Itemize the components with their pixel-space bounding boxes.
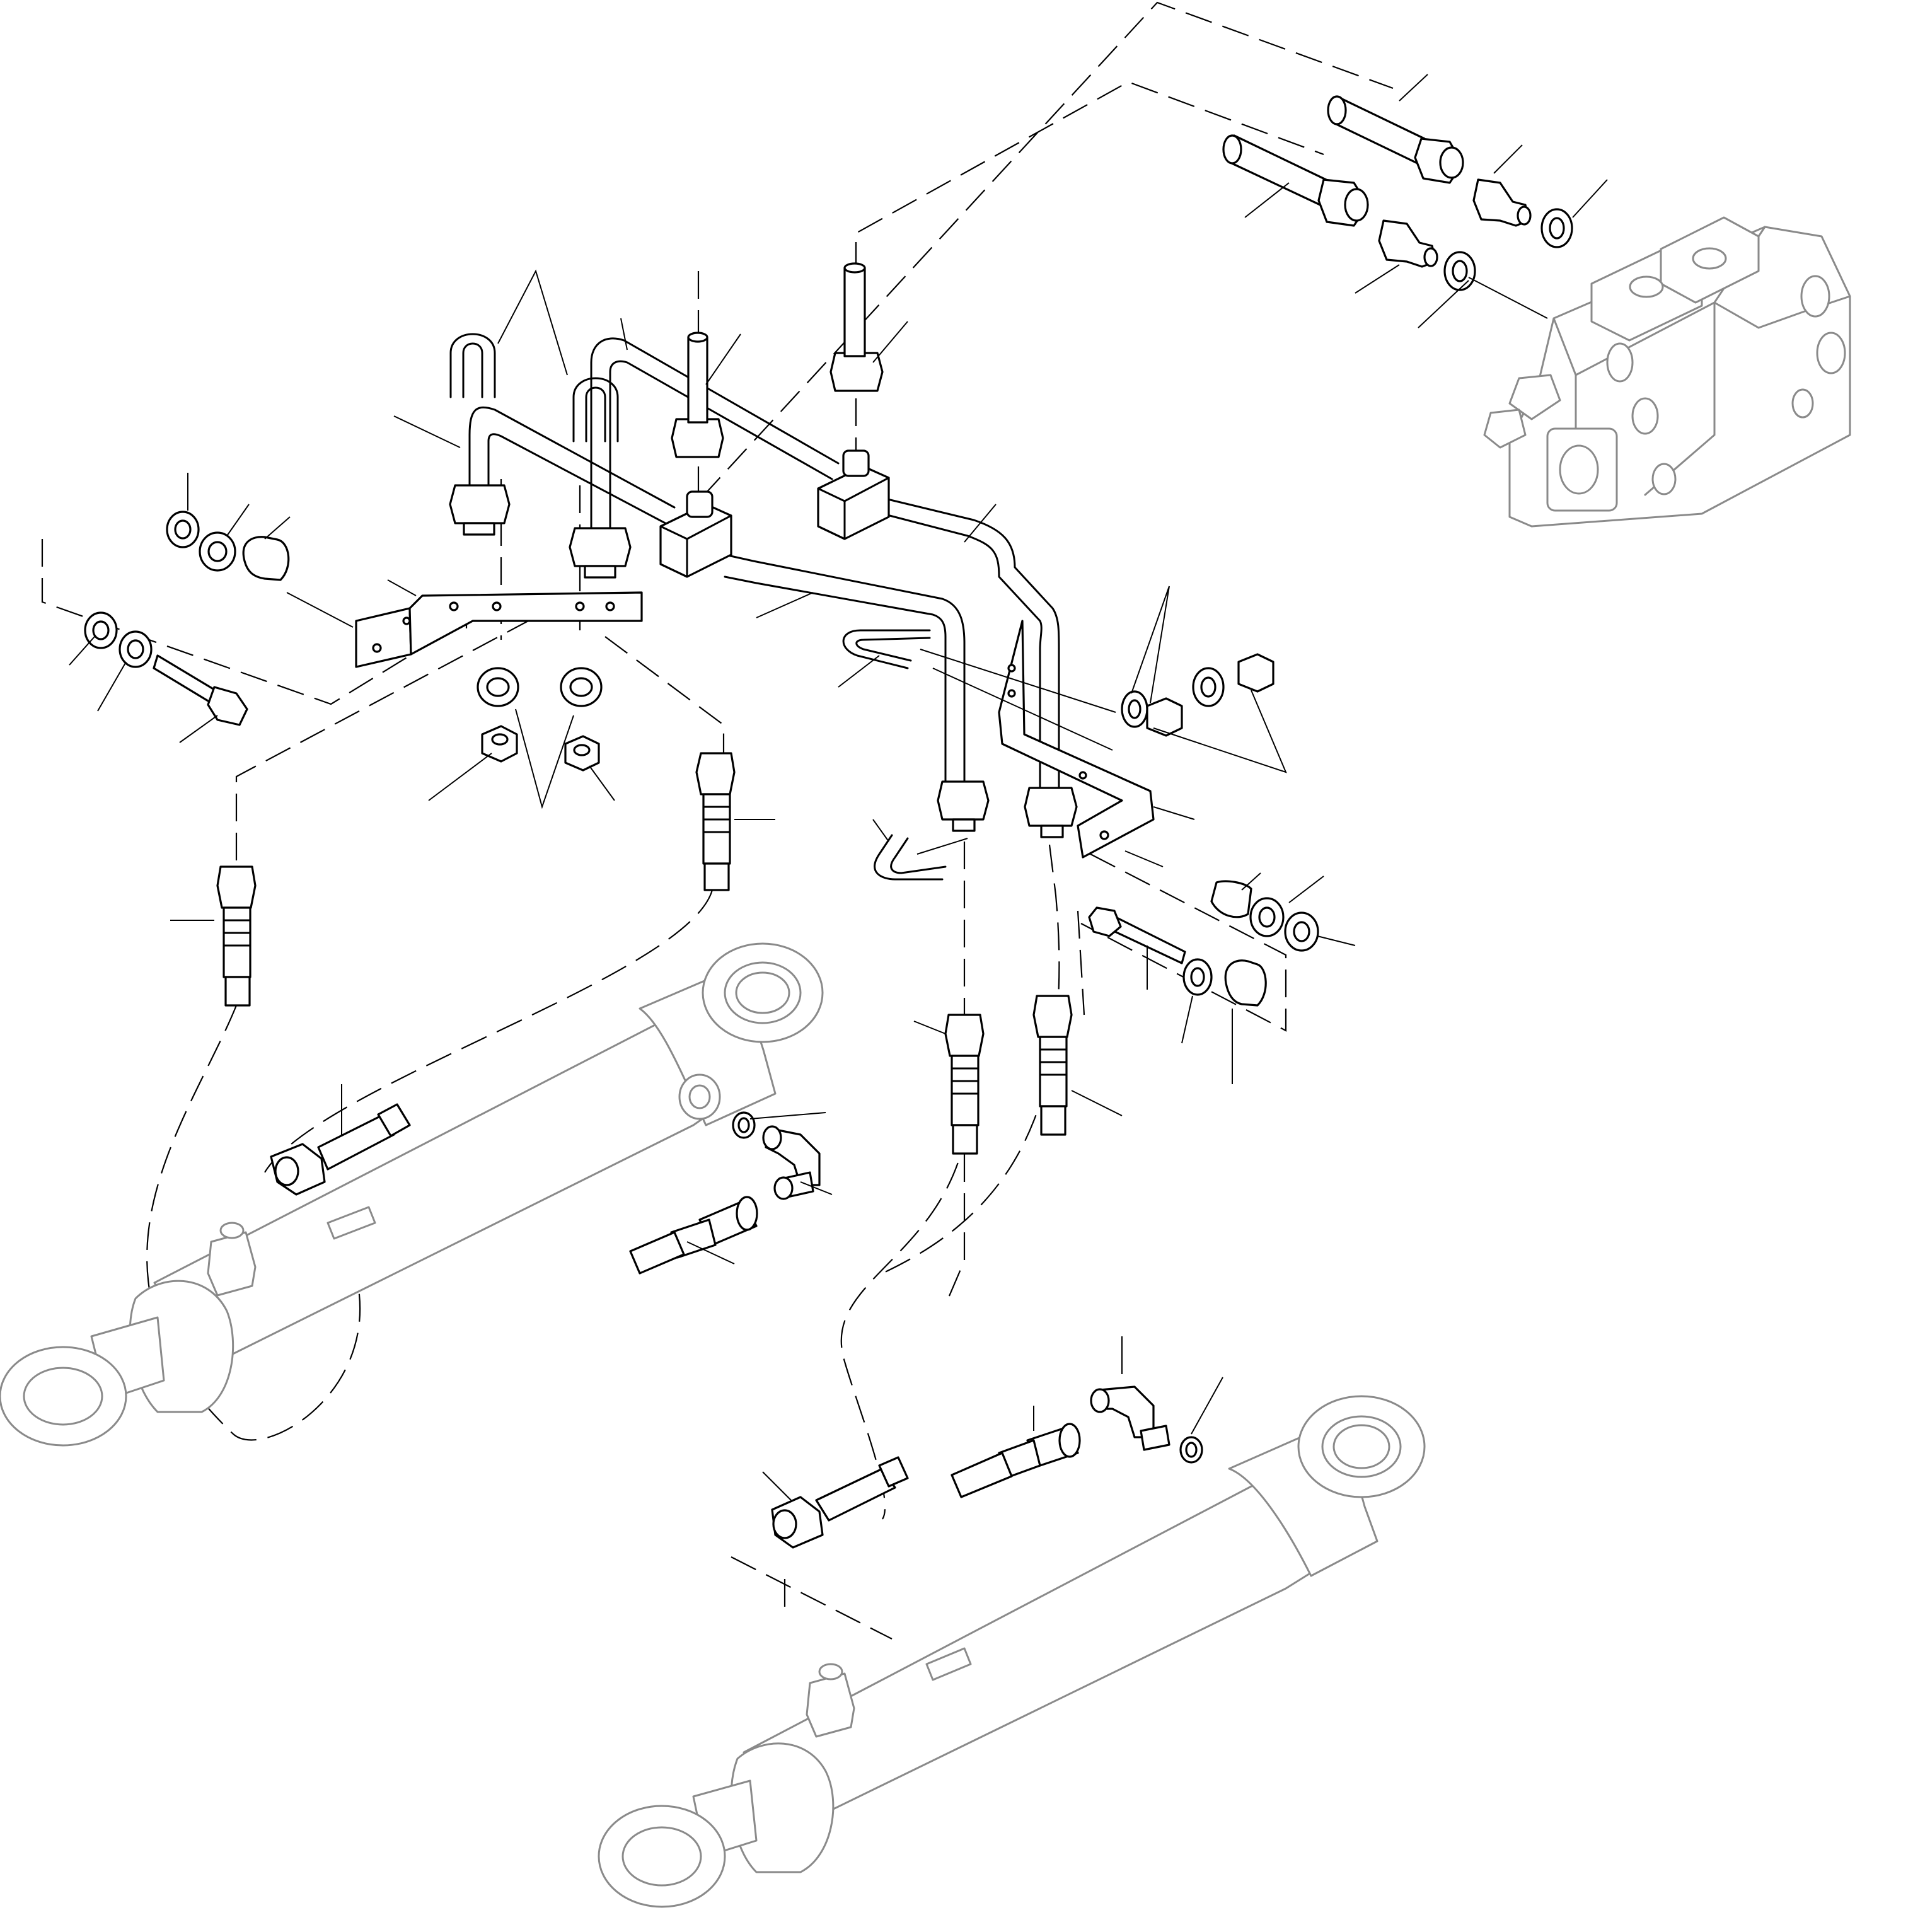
- valve-adapters: [1378, 178, 1573, 291]
- top-vertical-pipes: [687, 262, 866, 424]
- u-bolts: [449, 333, 947, 881]
- rigid-pipes: [468, 337, 1060, 802]
- flexible-hoses: [216, 752, 1203, 1549]
- hydraulic-cylinder-left: [0, 942, 824, 1447]
- hydraulic-cylinder-right: [598, 1395, 1426, 1908]
- pipe-bracket-right: [998, 620, 1155, 859]
- leader-lines: [69, 74, 1608, 1501]
- pipe-bracket-left: [355, 591, 643, 668]
- control-valve: [1483, 216, 1851, 528]
- tee-blocks: [659, 449, 890, 578]
- pipe-nuts: [449, 352, 1078, 838]
- right-fasteners: [1088, 653, 1319, 1007]
- left-fasteners: [84, 511, 603, 772]
- valve-inlet-pipes: [1222, 95, 1464, 227]
